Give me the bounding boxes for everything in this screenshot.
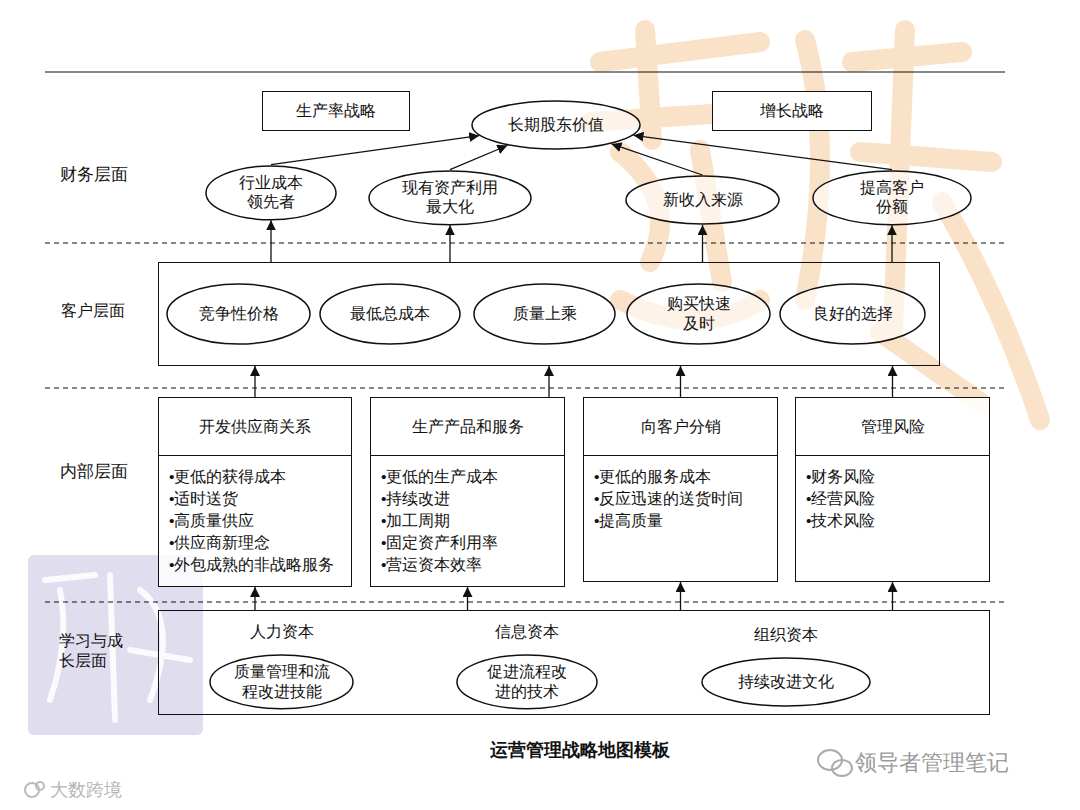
ellipse-label: 竞争性价格	[199, 304, 279, 324]
bullet-item: •更低的生产成本	[381, 466, 556, 488]
arrow-connector	[892, 582, 893, 610]
ellipse-label: 行业成本领先者	[236, 173, 306, 212]
objective-ellipse: 行业成本领先者	[205, 165, 337, 221]
arrow-connector	[702, 225, 703, 262]
customer-ellipse: 竞争性价格	[166, 283, 311, 345]
layer-label: 内部层面	[60, 460, 128, 483]
box-label: 生产率战略	[296, 101, 376, 121]
ellipse-outline	[626, 283, 771, 345]
box-heading: 管理风险	[861, 417, 925, 437]
process-box: 向客户分销 •更低的服务成本•反应迅速的送货时间•提高质量	[583, 397, 778, 582]
diagram-title: 运营管理战略地图模板	[380, 738, 780, 762]
arrow-connector	[891, 225, 892, 262]
bullet-item: •供应商新理念	[169, 532, 343, 554]
ellipse-outline	[812, 170, 972, 226]
process-box: 生产产品和服务 •更低的生产成本•持续改进•加工周期•固定资产利用率•营运资本效率	[370, 397, 565, 587]
arrow-connector	[254, 587, 255, 610]
capital-ellipse: 人力资本质量管理和流程改进技能	[209, 654, 354, 710]
layer-label: 学习与成长层面	[59, 631, 129, 670]
arrow-connector	[271, 136, 479, 165]
bullet-item: •加工周期	[381, 510, 556, 532]
watermark-text: 领导者管理笔记	[855, 748, 1009, 778]
watermark-text: 大数跨境	[50, 778, 122, 802]
arrow-connector	[450, 145, 507, 169]
bullet-item: •提高质量	[594, 510, 769, 532]
layer-label: 客户层面	[61, 301, 141, 321]
customer-ellipse: 最低总成本	[319, 283, 461, 345]
ellipse-outline	[205, 165, 337, 221]
box-heading: 生产产品和服务	[412, 417, 524, 437]
arrow-connector	[254, 366, 255, 397]
ellipse-label: 质量管理和流程改进技能	[232, 662, 332, 701]
arrow-connector	[611, 144, 702, 175]
objective-ellipse: 新收入来源	[625, 175, 780, 225]
arrow-connector	[548, 366, 549, 397]
layer-divider	[45, 243, 1005, 602]
arrow-connector	[680, 366, 681, 397]
bullet-item: •持续改进	[381, 488, 556, 510]
bullet-item: •财务风险	[806, 466, 981, 488]
source-icon	[25, 782, 44, 797]
ellipse-label: 现有资产利用最大化	[400, 178, 500, 217]
ellipse-label: 长期股东价值	[508, 115, 604, 135]
ellipse-label: 质量上乘	[513, 304, 577, 324]
process-box: 开发供应商关系 •更低的获得成本•适时送货•高质量供应•供应商新理念•外包成熟的非…	[158, 397, 352, 587]
arrow-connector	[680, 582, 681, 610]
customer-ellipse: 良好的选择	[779, 283, 926, 345]
bullet-item: •营运资本效率	[381, 554, 556, 576]
ellipse-label: 购买快速及时	[664, 294, 734, 333]
layer-band: 学习与成长层面人力资本质量管理和流程改进技能信息资本促进流程改进的技术组织资本持…	[158, 610, 990, 715]
box-heading: 向客户分销	[641, 417, 721, 437]
arrow-connector	[270, 220, 271, 262]
bullet-item: •固定资产利用率	[381, 532, 556, 554]
capital-heading: 信息资本	[456, 622, 598, 642]
ellipse-outline	[209, 654, 354, 710]
top-rule	[45, 71, 1005, 72]
arrow-connector	[467, 587, 468, 610]
capital-ellipse: 组织资本持续改进文化	[701, 657, 871, 707]
bullet-item: •更低的服务成本	[594, 466, 769, 488]
bullet-item: •高质量供应	[169, 510, 343, 532]
layer-band: 客户层面竞争性价格最低总成本质量上乘购买快速及时良好的选择	[158, 262, 940, 366]
ellipse-label: 新收入来源	[663, 190, 743, 210]
bullet-item: •更低的获得成本	[169, 466, 343, 488]
capital-heading: 人力资本	[209, 622, 354, 642]
goal-ellipse: 长期股东价值	[471, 100, 641, 150]
box-label: 增长战略	[760, 101, 824, 121]
bullet-item: •外包成熟的非战略服务	[169, 554, 343, 576]
arrow-connector	[892, 366, 893, 397]
layer-label: 财务层面	[60, 163, 128, 186]
ellipse-label: 促进流程改进的技术	[485, 662, 569, 701]
ellipse-label: 良好的选择	[813, 304, 893, 324]
objective-ellipse: 提高客户份额	[812, 170, 972, 226]
ellipse-outline	[456, 654, 598, 710]
ellipse-outline	[368, 170, 532, 226]
strategy-box: 生产率战略	[262, 91, 410, 131]
wechat-icon	[818, 750, 852, 776]
customer-ellipse: 质量上乘	[473, 283, 616, 345]
bullet-item: •技术风险	[806, 510, 981, 532]
strategy-box: 增长战略	[712, 91, 872, 131]
calligraphy-watermark	[590, 30, 1040, 420]
ellipse-label: 持续改进文化	[738, 672, 834, 692]
ellipse-label: 最低总成本	[350, 304, 430, 324]
box-heading: 开发供应商关系	[199, 417, 311, 437]
objective-ellipse: 现有资产利用最大化	[368, 170, 532, 226]
ellipse-label: 提高客户份额	[857, 178, 927, 217]
customer-ellipse: 购买快速及时	[626, 283, 771, 345]
capital-heading: 组织资本	[701, 625, 871, 645]
process-box: 管理风险 •财务风险•经营风险•技术风险	[795, 397, 990, 582]
arrow-connector	[449, 225, 450, 262]
bullet-item: •经营风险	[806, 488, 981, 510]
arrow-connector	[633, 135, 892, 169]
bullet-item: •反应迅速的送货时间	[594, 488, 769, 510]
capital-ellipse: 信息资本促进流程改进的技术	[456, 654, 598, 710]
bullet-item: •适时送货	[169, 488, 343, 510]
